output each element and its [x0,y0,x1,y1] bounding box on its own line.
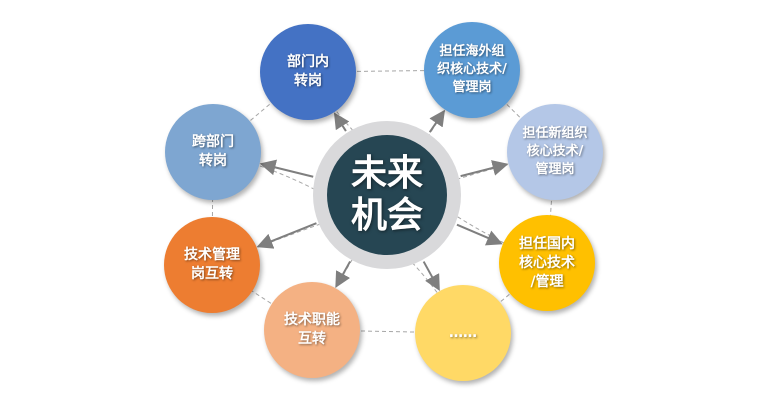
node-overseas-core-role: 担任海外组 织核心技术/ 管理岗 [424,22,520,118]
node-cross-department-transfer: 跨部门 转岗 [165,104,261,200]
arrow [259,159,314,178]
node-tech-management-switch: 技术管理 岗互转 [164,217,260,313]
center-node-future-opportunities: 未来 机会 [327,135,447,255]
node-new-org-core-role: 担任新组织 核心技术/ 管理岗 [507,104,603,200]
node-intra-department-transfer: 部门内 转岗 [260,24,356,120]
arrow [335,260,351,289]
node-domestic-core-role: 担任国内 核心技术 /管理 [499,215,595,311]
arrow [456,223,503,246]
arrow [460,160,509,178]
node-more: …… [415,285,511,381]
dashed-link [471,69,556,153]
arrow [333,112,350,132]
arrow [428,109,446,133]
node-tech-function-switch: 技术职能 互转 [264,282,360,378]
arrow [422,261,440,291]
arrow [256,222,317,249]
